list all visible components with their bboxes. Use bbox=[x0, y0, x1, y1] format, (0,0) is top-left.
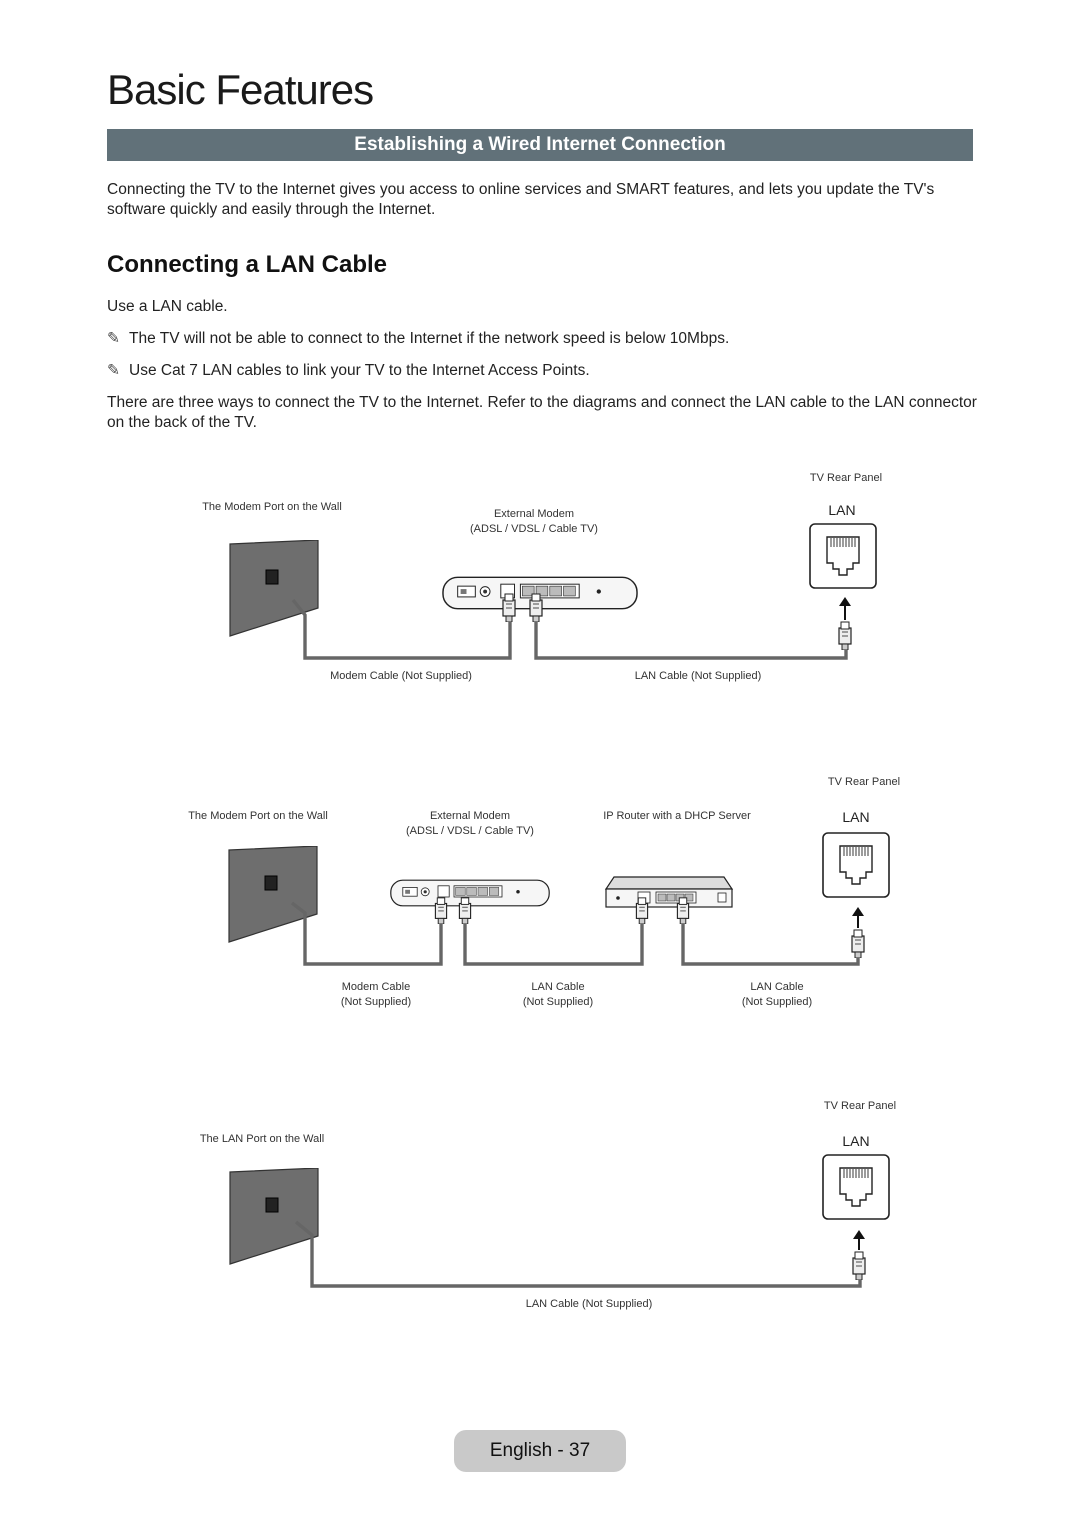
note-speed-text: The TV will not be able to connect to th… bbox=[129, 330, 730, 347]
lan-cable-label: LAN Cable (Not Supplied) bbox=[526, 1298, 653, 1310]
lan-cable-label-2: LAN Cable bbox=[750, 981, 803, 993]
modem-sub-label: (ADSL / VDSL / Cable TV) bbox=[406, 825, 534, 837]
note-cat7: ✎ Use Cat 7 LAN cables to link your TV to… bbox=[107, 361, 977, 381]
page-number-badge: English - 37 bbox=[454, 1430, 626, 1472]
lan-label: LAN bbox=[842, 1133, 869, 1149]
lan-cable-label: LAN Cable (Not Supplied) bbox=[635, 670, 762, 682]
use-lan-line: Use a LAN cable. bbox=[107, 298, 228, 315]
router-in-plug-icon bbox=[635, 897, 649, 924]
tv-cable-plug-icon bbox=[838, 621, 852, 650]
lan-cable-sub-label-2: (Not Supplied) bbox=[742, 996, 812, 1008]
tv-rear-panel-label: TV Rear Panel bbox=[824, 1100, 896, 1112]
router-icon bbox=[605, 876, 733, 908]
tv-rear-panel-label: TV Rear Panel bbox=[810, 472, 882, 484]
router-label: IP Router with a DHCP Server bbox=[603, 810, 751, 822]
lan-cable-label: LAN Cable bbox=[531, 981, 584, 993]
modem-cable-plug-icon bbox=[434, 897, 448, 924]
diagram-modem-to-tv: TV Rear Panel The Modem Port on the Wall… bbox=[202, 472, 882, 682]
pencil-note-icon: ✎ bbox=[107, 330, 120, 347]
intro-paragraph: Connecting the TV to the Internet gives … bbox=[107, 181, 935, 218]
tv-cable-plug-icon bbox=[852, 1251, 866, 1280]
modem-label: External Modem bbox=[430, 810, 510, 822]
lan-label: LAN bbox=[842, 809, 869, 825]
modem-cable-label: Modem Cable (Not Supplied) bbox=[330, 670, 472, 682]
note-speed: ✎ The TV will not be able to connect to t… bbox=[107, 329, 977, 349]
tv-rear-panel-label: TV Rear Panel bbox=[828, 776, 900, 788]
arrow-up-icon bbox=[839, 597, 851, 606]
modem-cable-sub-label: (Not Supplied) bbox=[341, 996, 411, 1008]
section-header: Establishing a Wired Internet Connection bbox=[107, 129, 973, 161]
wall-port-label: The LAN Port on the Wall bbox=[200, 1133, 324, 1145]
lan-port-icon bbox=[822, 1154, 890, 1220]
modem-sub-label: (ADSL / VDSL / Cable TV) bbox=[470, 523, 598, 535]
lan-port-icon bbox=[822, 832, 890, 898]
arrow-up-icon bbox=[852, 907, 864, 916]
arrow-up-icon bbox=[853, 1230, 865, 1239]
sub-heading: Connecting a LAN Cable bbox=[107, 251, 388, 278]
diagram-modem-router-to-tv: TV Rear Panel The Modem Port on the Wall… bbox=[188, 776, 900, 1008]
pencil-note-icon: ✎ bbox=[107, 362, 120, 379]
page-title: Basic Features bbox=[107, 66, 374, 113]
modem-cable-label: Modem Cable bbox=[342, 981, 410, 993]
lan-label: LAN bbox=[828, 502, 855, 518]
modem-label: External Modem bbox=[494, 508, 574, 520]
lan-cable-sub-label: (Not Supplied) bbox=[523, 996, 593, 1008]
wall-port-label: The Modem Port on the Wall bbox=[188, 810, 328, 822]
wall-port-label: The Modem Port on the Wall bbox=[202, 501, 342, 513]
lan-cable-plug-icon bbox=[458, 897, 472, 924]
lan-port-icon bbox=[809, 523, 877, 589]
modem-cable-plug-icon bbox=[502, 593, 516, 622]
router-out-plug-icon bbox=[676, 897, 690, 924]
tv-cable-plug-icon bbox=[851, 929, 865, 958]
note-cat7-text: Use Cat 7 LAN cables to link your TV to … bbox=[129, 362, 590, 379]
modem-icon bbox=[390, 879, 550, 907]
lan-cable-plug-icon bbox=[529, 593, 543, 622]
diagram-wall-lan-to-tv: TV Rear Panel The LAN Port on the Wall L… bbox=[200, 1100, 896, 1310]
wall-port-icon bbox=[229, 1168, 319, 1265]
ways-paragraph: There are three ways to connect the TV t… bbox=[107, 394, 977, 431]
